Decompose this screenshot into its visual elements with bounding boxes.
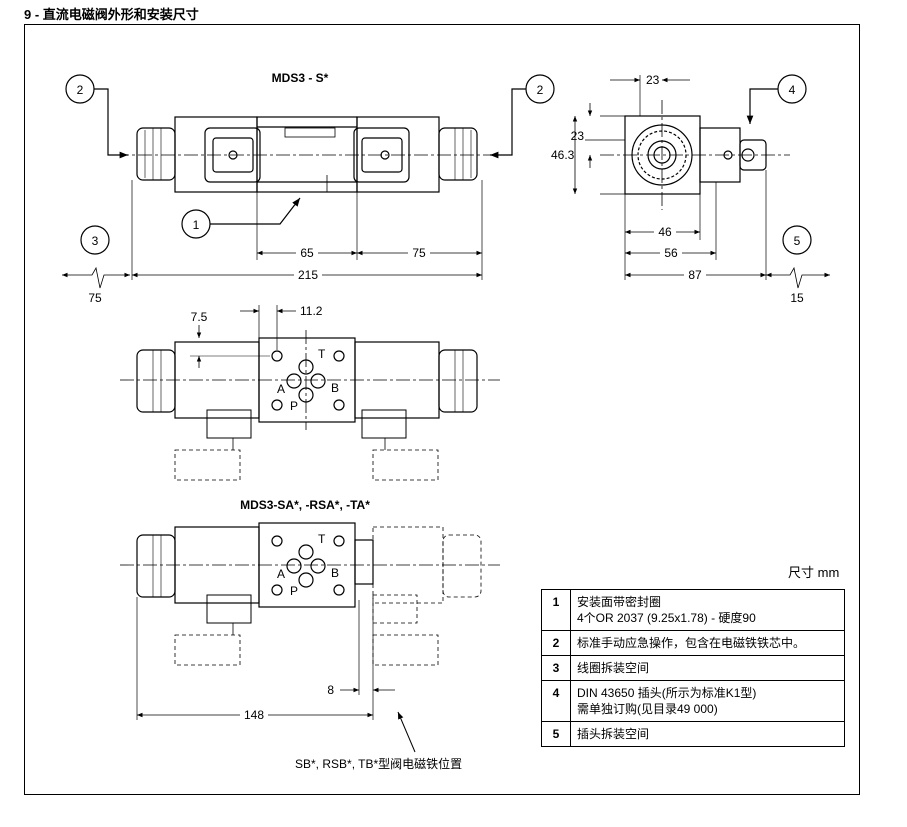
drawing-frame	[24, 24, 860, 795]
single-solenoid-view: MDS3-SA*, -RSA*, -TA*	[120, 498, 500, 753]
side-view	[572, 74, 830, 289]
legend-text: 标准手动应急操作，包含在电磁铁铁芯中。	[570, 630, 845, 656]
legend-row: 2 标准手动应急操作，包含在电磁铁铁芯中。	[541, 630, 845, 656]
legend-line: 4个OR 2037 (9.25x1.78) - 硬度90	[577, 611, 756, 625]
port-a: A	[277, 382, 285, 396]
dim-23-vertical: 23	[571, 129, 585, 143]
dim-15: 15	[790, 291, 804, 305]
legend-num: 4	[541, 680, 571, 722]
dim-75-left: 75	[88, 291, 102, 305]
legend-row: 4 DIN 43650 插头(所示为标准K1型) 需单独订购(见目录49 000…	[541, 680, 845, 722]
legend-line: 需单独订购(见目录49 000)	[577, 702, 718, 716]
port-a-2: A	[277, 567, 285, 581]
port-p: P	[290, 399, 298, 413]
port-t-2: T	[318, 532, 326, 546]
legend-text: 插头拆装空间	[570, 721, 845, 747]
balloon-1-label: 1	[193, 218, 200, 232]
label-plate	[284, 127, 336, 138]
left-connector	[204, 127, 261, 183]
balloon-3-label: 3	[92, 234, 99, 248]
front-view: MDS3 - S*	[61, 71, 555, 289]
left-manual-knob	[136, 127, 176, 181]
legend-num: 3	[541, 655, 571, 681]
dim-11-2: 11.2	[300, 304, 323, 318]
dim-56: 56	[664, 246, 678, 260]
solenoid-position-note: SB*, RSB*, TB*型阀电磁铁位置	[295, 756, 462, 771]
legend-num: 2	[541, 630, 571, 656]
port-t: T	[318, 347, 326, 361]
balloon-4-label: 4	[789, 83, 796, 97]
dim-215: 215	[298, 268, 318, 282]
dim-87: 87	[688, 268, 702, 282]
legend-text: 安装面带密封圈 4个OR 2037 (9.25x1.78) - 硬度90	[570, 589, 845, 631]
port-b-2: B	[331, 566, 339, 580]
legend-table: 1 安装面带密封圈 4个OR 2037 (9.25x1.78) - 硬度90 2…	[541, 589, 845, 747]
balloon-5-label: 5	[794, 234, 801, 248]
dim-75: 75	[412, 246, 426, 260]
balloon-2-left-label: 2	[77, 83, 84, 97]
legend-line: 安装面带密封圈	[577, 595, 662, 609]
legend-row: 1 安装面带密封圈 4个OR 2037 (9.25x1.78) - 硬度90	[541, 589, 845, 631]
page-heading: 9 - 直流电磁阀外形和安装尺寸	[24, 7, 199, 22]
dim-7-5: 7.5	[191, 310, 208, 324]
right-manual-knob	[438, 127, 478, 181]
legend-num: 1	[541, 589, 571, 631]
right-connector	[353, 127, 410, 183]
dim-46: 46	[658, 225, 672, 239]
port-b: B	[331, 381, 339, 395]
legend-text: DIN 43650 插头(所示为标准K1型) 需单独订购(见目录49 000)	[570, 680, 845, 722]
dim-46-3: 46.3	[551, 148, 575, 162]
balloon-2-right-label: 2	[537, 83, 544, 97]
legend-row: 3 线圈拆装空间	[541, 655, 845, 681]
dim-8: 8	[327, 683, 334, 697]
legend-num: 5	[541, 721, 571, 747]
legend-text: 线圈拆装空间	[570, 655, 845, 681]
top-view	[120, 305, 500, 481]
legend-line: DIN 43650 插头(所示为标准K1型)	[577, 686, 757, 700]
port-p-2: P	[290, 584, 298, 598]
front-view-title: MDS3 - S*	[272, 71, 329, 85]
dim-65: 65	[300, 246, 314, 260]
dim-23-top: 23	[646, 73, 660, 87]
unit-label: 尺寸 mm	[788, 565, 840, 580]
balloon-5	[782, 225, 812, 255]
balloon-3	[80, 225, 110, 255]
legend-row: 5 插头拆装空间	[541, 721, 845, 747]
dim-148: 148	[244, 708, 264, 722]
single-solenoid-title: MDS3-SA*, -RSA*, -TA*	[240, 498, 370, 512]
